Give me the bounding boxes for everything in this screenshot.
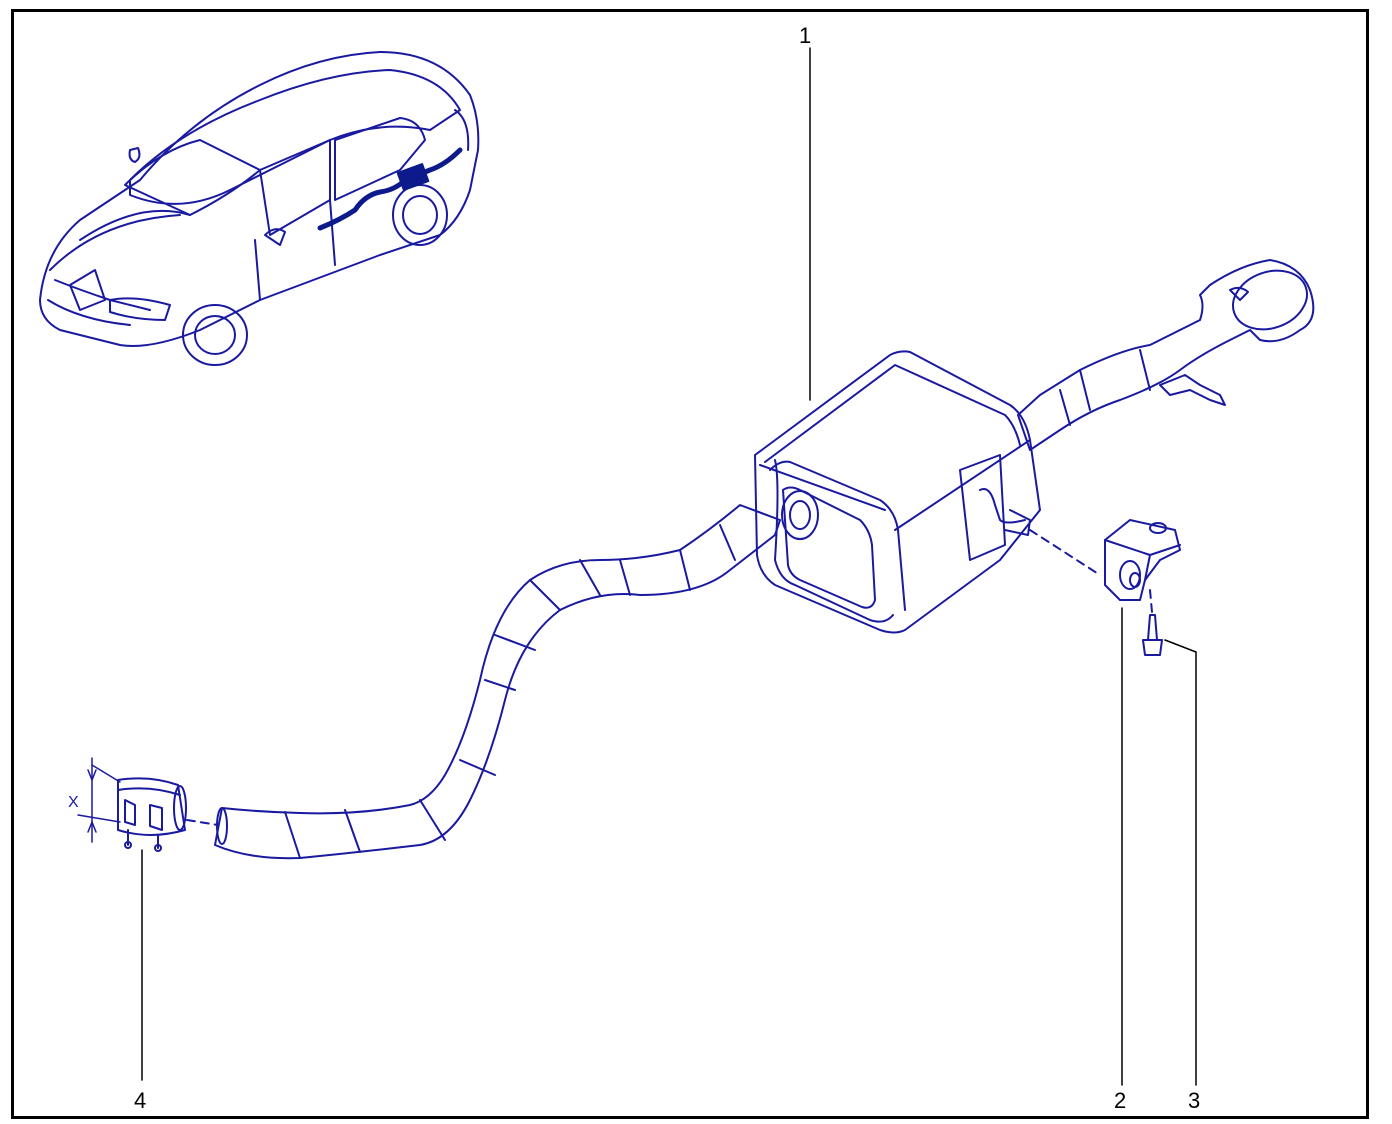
dimension-marker	[77, 757, 121, 843]
diagram-frame	[11, 9, 1369, 1119]
callout-2: 2	[1114, 1088, 1127, 1113]
exhaust-pipe	[214, 504, 781, 860]
muffler	[754, 350, 1041, 634]
bolt	[1142, 614, 1163, 656]
dimension-label: X	[68, 794, 79, 811]
car-illustration	[39, 51, 480, 366]
pipe-clamp	[117, 777, 187, 852]
callout-4: 4	[134, 1088, 147, 1113]
assembly-lines	[186, 529, 1153, 826]
leader-lines	[141, 47, 1197, 1086]
rubber-bracket	[1104, 519, 1181, 601]
callout-1: 1	[799, 23, 812, 48]
tail-pipe	[1017, 259, 1315, 451]
callout-3: 3	[1188, 1088, 1201, 1113]
